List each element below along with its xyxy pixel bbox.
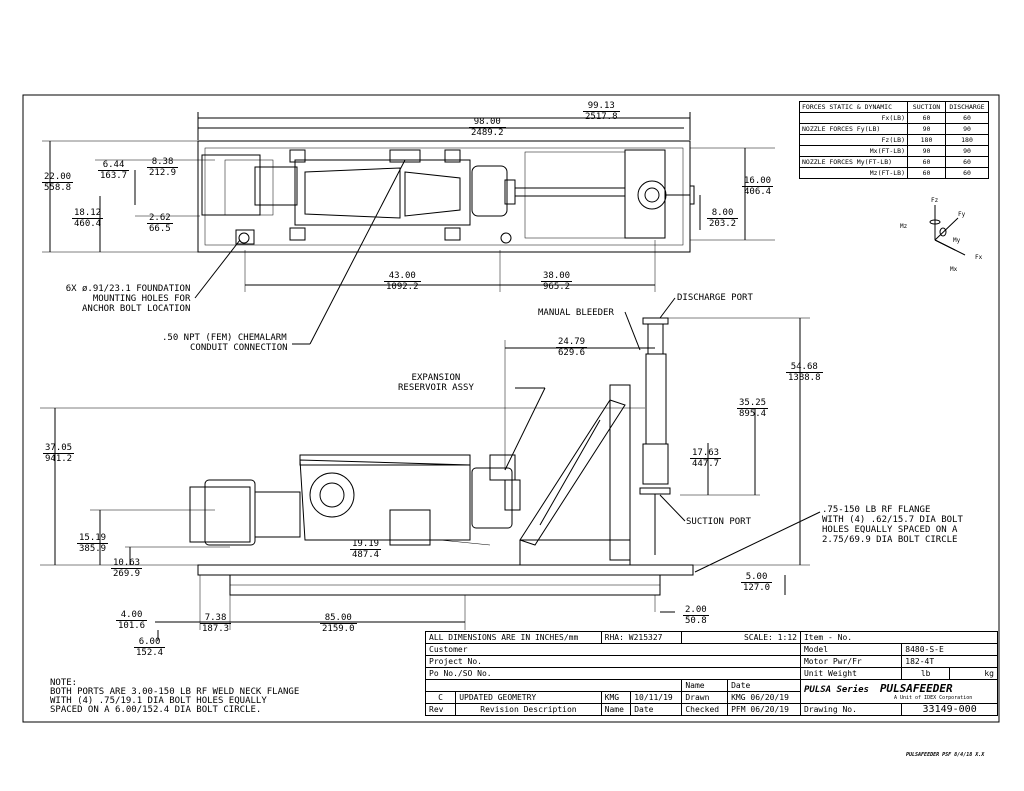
name-header: Name	[600, 703, 632, 716]
unit-weight-lb: lb	[901, 667, 951, 680]
customer-label: Customer	[425, 643, 801, 656]
note-block: NOTE:BOTH PORTS ARE 3.00-150 LB RF WELD …	[50, 678, 300, 715]
drawing-no: 33149-000	[901, 703, 998, 716]
motor-label: Motor Pwr/Fr	[799, 655, 903, 668]
name-label: Name	[681, 679, 729, 692]
callout-manual-bleeder: MANUAL BLEEDER	[538, 308, 614, 318]
axis-label-fx: Fx	[975, 254, 983, 261]
model-value: 8480-S-E	[901, 643, 998, 656]
footer-mark: PULSAFEEDER PSF 8/4/18 X.X	[906, 752, 985, 758]
all-dims-label: ALL DIMENSIONS ARE IN INCHES/mm	[425, 631, 602, 644]
checked-date: 06/20/19	[750, 705, 789, 714]
drawing-no-label: Drawing No.	[799, 703, 903, 716]
item-no-label: Item - No.	[799, 631, 999, 644]
axis-label-mx: Mx	[950, 266, 958, 273]
title-block: ALL DIMENSIONS ARE IN INCHES/mm RHA: W21…	[424, 631, 999, 716]
callout-suction-port: SUCTION PORT	[686, 517, 752, 527]
date-label: Date	[727, 679, 801, 692]
drawn-label: Drawn	[681, 691, 729, 704]
rev-description: UPDATED GEOMETRY	[455, 691, 602, 704]
idex-label: A Unit of IDEX Corporation	[893, 695, 973, 701]
axis-label-my: My	[953, 237, 961, 244]
axis-label-fy: Fy	[958, 211, 966, 218]
rev-desc-header: Revision Description	[455, 703, 602, 716]
axis-label-fz: Fz	[931, 197, 939, 204]
callout-discharge-port: DISCHARGE PORT	[677, 293, 753, 303]
axis-label-mz: Mz	[900, 223, 908, 230]
rha-label: RHA: W215327	[600, 631, 683, 644]
forces-header: FORCES STATIC & DYNAMIC	[799, 101, 908, 113]
unit-weight-label: Unit Weight	[799, 667, 903, 680]
rev-date: 10/11/19	[630, 691, 683, 704]
side-view	[40, 297, 821, 640]
rev-name: KMG	[600, 691, 632, 704]
forces-header: DISCHARGE	[945, 101, 989, 113]
drawn-date: 06/20/19	[750, 693, 789, 702]
forces-table: FORCES STATIC & DYNAMIC SUCTION DISCHARG…	[799, 101, 989, 179]
checked-name: PFM	[731, 705, 746, 714]
date-header: Date	[630, 703, 683, 716]
rev-header: Rev	[424, 703, 457, 716]
top-view	[42, 112, 775, 345]
motor-value: 182-4T	[901, 655, 998, 668]
unit-weight-kg: kg	[949, 667, 998, 680]
po-no-label: Po No./SO No.	[425, 667, 801, 680]
checked-label: Checked	[681, 703, 729, 716]
pulsa-series-logo: PULSA Series	[803, 685, 869, 695]
drawn-name: KMG	[731, 693, 746, 702]
rev-letter: C	[424, 691, 457, 704]
model-label: Model	[799, 643, 903, 656]
pulsafeeder-logo: PULSAFEEDER	[879, 682, 953, 695]
scale-label: SCALE: 1:12	[681, 631, 801, 644]
logo-area: PULSA Series PULSAFEEDER A Unit of IDEX …	[799, 679, 999, 704]
forces-header: SUCTION	[907, 101, 946, 113]
axes-symbol	[929, 205, 966, 256]
project-no-label: Project No.	[425, 655, 801, 668]
sheet-border	[22, 94, 1000, 723]
